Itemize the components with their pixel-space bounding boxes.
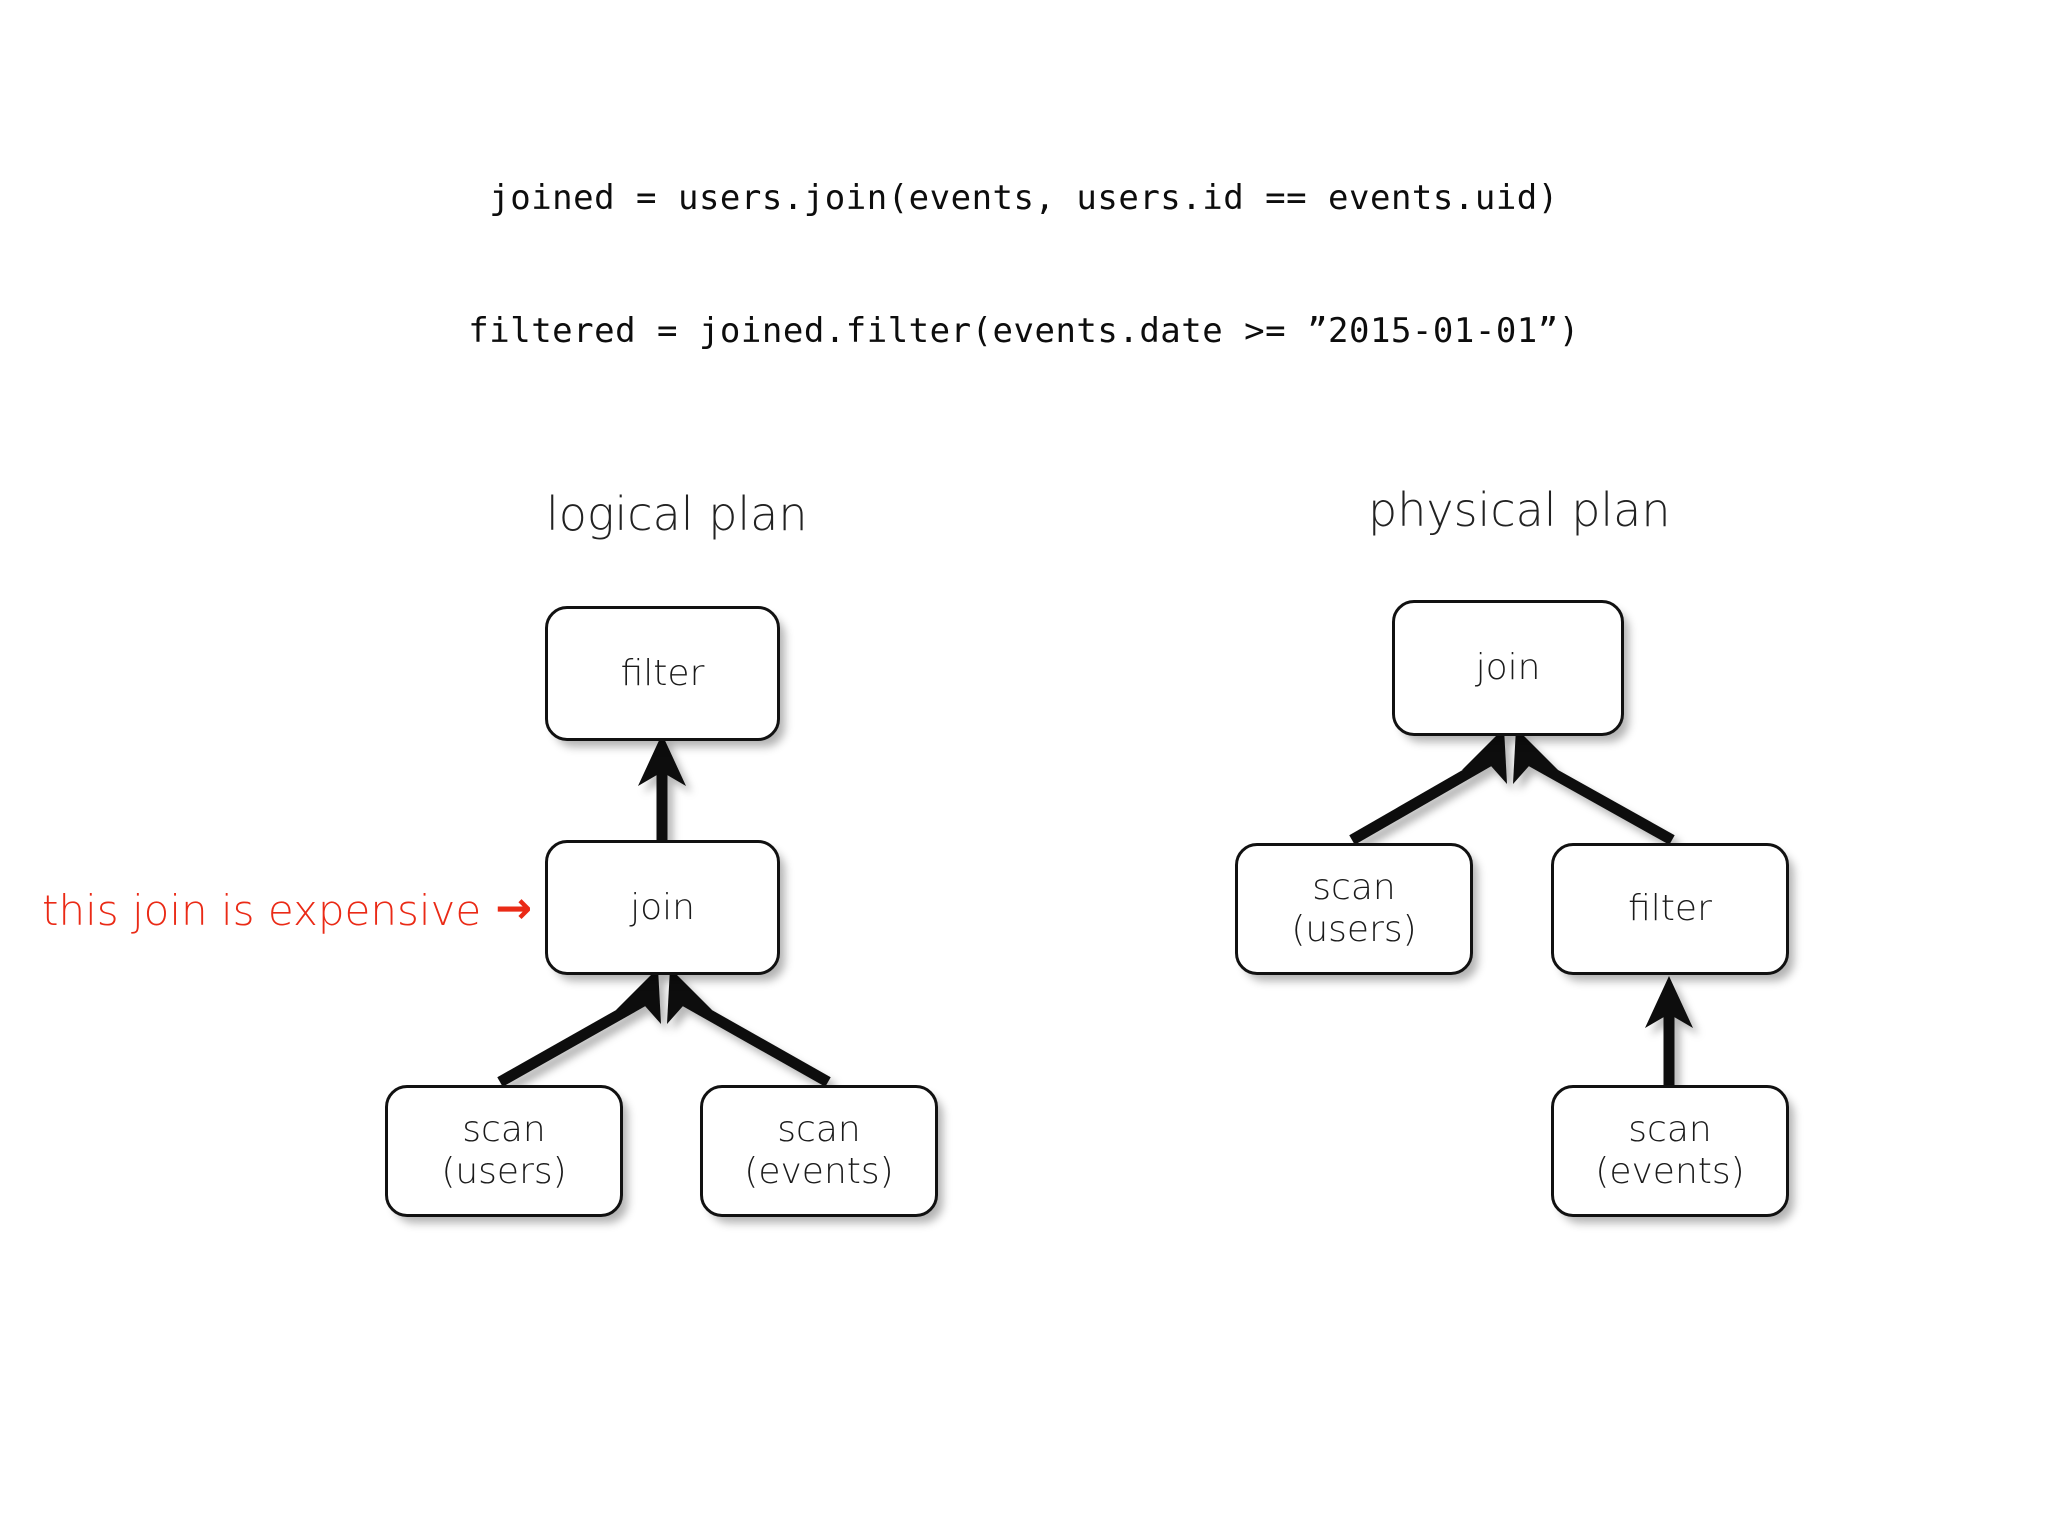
physical-plan-title: physical plan: [1368, 483, 1671, 537]
node-logical-filter[interactable]: filter: [545, 606, 780, 741]
node-label: join: [1475, 647, 1541, 689]
logical-plan-title: logical plan: [546, 487, 808, 541]
node-sublabel: (users): [1291, 909, 1417, 950]
edge-physical-scanevents-to-filter: [1645, 976, 1693, 1086]
node-label: filter: [620, 652, 705, 694]
edge-logical-join-to-filter: [638, 734, 686, 843]
node-label: scan: [1628, 1109, 1712, 1151]
node-label: scan: [1312, 867, 1396, 909]
node-physical-scan-events[interactable]: scan (events): [1551, 1085, 1789, 1217]
node-label: filter: [1628, 888, 1712, 930]
node-sublabel: (events): [1595, 1151, 1745, 1192]
node-sublabel: (users): [441, 1151, 567, 1192]
node-logical-scan-users[interactable]: scan (users): [385, 1085, 623, 1217]
node-label: scan: [462, 1109, 546, 1151]
node-physical-filter[interactable]: filter: [1551, 843, 1789, 975]
node-sublabel: (events): [744, 1151, 894, 1192]
node-label: join: [630, 886, 695, 928]
node-physical-scan-users[interactable]: scan (users): [1235, 843, 1473, 975]
code-snippet: joined = users.join(events, users.id == …: [0, 88, 2048, 397]
right-arrow-icon: →: [495, 882, 533, 934]
code-line-2: filtered = joined.filter(events.date >= …: [468, 310, 1580, 351]
node-physical-join[interactable]: join: [1392, 600, 1624, 736]
node-label: scan: [777, 1109, 861, 1151]
edge-logical-scanevents-to-join: [667, 968, 831, 1087]
edge-physical-scanusers-to-join: [1349, 728, 1507, 845]
node-logical-scan-events[interactable]: scan (events): [700, 1085, 938, 1217]
code-line-1: joined = users.join(events, users.id == …: [489, 178, 1559, 219]
edge-physical-filter-to-join: [1513, 728, 1675, 845]
edge-logical-scanusers-to-join: [497, 968, 661, 1087]
annotation-text: this join is expensive: [42, 886, 482, 935]
expensive-join-annotation: this join is expensive →: [42, 886, 532, 935]
node-logical-join[interactable]: join: [545, 840, 780, 975]
